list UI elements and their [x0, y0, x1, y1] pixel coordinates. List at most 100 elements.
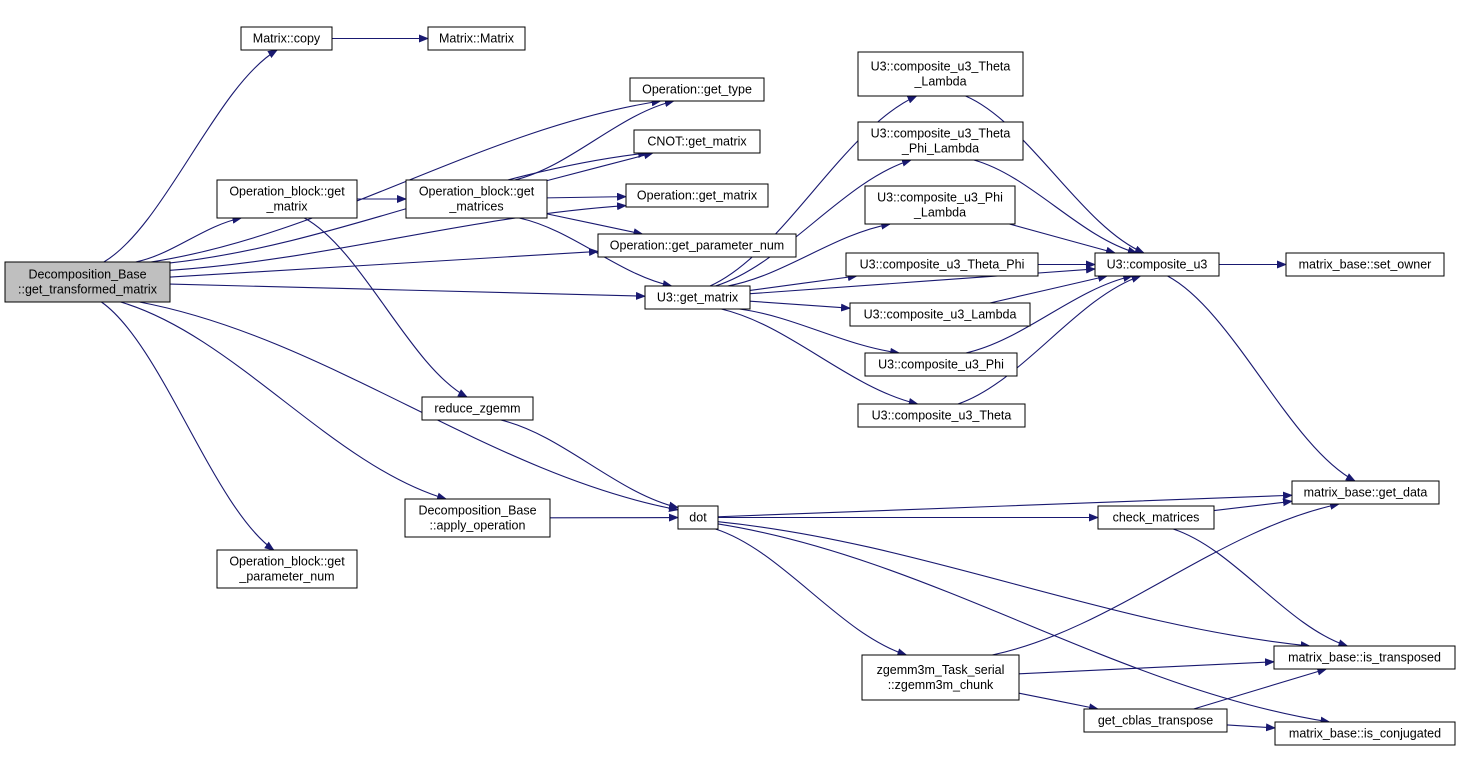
nodes-layer: Decomposition_Base::get_transformed_matr…	[4, 26, 1456, 746]
node-mmatrix[interactable]: Matrix::Matrix	[427, 26, 526, 51]
edge-u3gm-to-cu3p	[739, 308, 901, 356]
node-cu3-label-0: U3::composite_u3	[1107, 258, 1208, 272]
node-mbit-box	[1273, 645, 1456, 670]
edge-u3gm-to-cu3tp	[749, 273, 858, 291]
node-rz[interactable]: reduce_zgemm	[421, 396, 534, 421]
node-obgms-label-0: Operation_block::get	[419, 185, 535, 199]
node-cu3tl-label-1: _Lambda	[913, 75, 966, 89]
node-cu3l-label-0: U3::composite_u3_Lambda	[864, 308, 1017, 322]
edge-zg-to-gct	[1018, 692, 1099, 712]
node-oppn[interactable]: Operation::get_parameter_num	[597, 233, 797, 258]
node-gct-box	[1083, 708, 1228, 733]
node-obgms[interactable]: Operation_block::get_matrices	[405, 179, 548, 219]
node-cu3tl-box	[857, 51, 1024, 97]
node-u3gm[interactable]: U3::get_matrix	[644, 285, 751, 310]
node-cm[interactable]: check_matrices	[1097, 505, 1215, 530]
node-cu3tl-label-0: U3::composite_u3_Theta	[871, 60, 1011, 74]
edge-zg-to-mbgd	[992, 501, 1341, 656]
edge-dot-to-mbic	[717, 523, 1331, 725]
edge-cu3-to-mbgd	[1167, 275, 1356, 482]
node-cm-label-0: check_matrices	[1113, 511, 1200, 525]
node-dot[interactable]: dot	[677, 505, 719, 530]
node-mbso[interactable]: matrix_base::set_owner	[1285, 252, 1445, 277]
node-root-label-0: Decomposition_Base	[28, 268, 146, 282]
node-optype-box	[629, 77, 765, 102]
node-mbit-label-0: matrix_base::is_transposed	[1288, 651, 1441, 665]
edge-dot-to-mbit	[717, 521, 1311, 650]
edge-cu3p-to-cu3	[965, 274, 1134, 354]
node-zg-label-0: zgemm3m_Task_serial	[877, 663, 1005, 677]
node-mbgd-box	[1291, 480, 1440, 505]
node-root-box	[4, 261, 171, 303]
node-cu3-box	[1094, 252, 1220, 277]
edge-cu3tl-to-cu3	[965, 95, 1145, 254]
node-cu3t-box	[857, 403, 1026, 428]
node-cu3tpl[interactable]: U3::composite_u3_Theta_Phi_Lambda	[857, 121, 1024, 161]
node-rz-box	[421, 396, 534, 421]
node-mbgd[interactable]: matrix_base::get_data	[1291, 480, 1440, 505]
node-cnot-box	[633, 129, 761, 154]
edge-dot-to-mbgd	[717, 491, 1293, 518]
node-cu3tl[interactable]: U3::composite_u3_Theta_Lambda	[857, 51, 1024, 97]
node-cu3pl-label-0: U3::composite_u3_Phi	[877, 191, 1003, 205]
node-dbao[interactable]: Decomposition_Base::apply_operation	[404, 498, 551, 538]
node-obgm-box	[216, 179, 358, 219]
node-optype[interactable]: Operation::get_type	[629, 77, 765, 102]
edge-obgms-to-optype	[514, 99, 675, 181]
node-opgm[interactable]: Operation::get_matrix	[625, 183, 769, 208]
node-cu3[interactable]: U3::composite_u3	[1094, 252, 1220, 277]
node-mmatrix-label-0: Matrix::Matrix	[439, 32, 515, 46]
node-cnot[interactable]: CNOT::get_matrix	[633, 129, 761, 154]
node-opgm-box	[625, 183, 769, 208]
edge-root-to-opgm	[169, 202, 627, 271]
edge-obgms-to-oppn	[546, 213, 644, 237]
node-cu3pl-box	[864, 185, 1016, 225]
edge-cu3pl-to-cu3	[1009, 223, 1117, 255]
node-obgms-box	[405, 179, 548, 219]
node-root[interactable]: Decomposition_Base::get_transformed_matr…	[4, 261, 171, 303]
node-cu3tpl-box	[857, 121, 1024, 161]
node-optype-label-0: Operation::get_type	[642, 83, 752, 97]
edge-obgms-to-u3gm	[519, 217, 673, 288]
edge-cu3tpl-to-cu3	[973, 159, 1138, 255]
node-obpn-label-0: Operation_block::get	[229, 555, 345, 569]
edge-obgm-to-rz	[304, 217, 468, 398]
node-mbso-label-0: matrix_base::set_owner	[1299, 258, 1432, 272]
node-oppn-label-0: Operation::get_parameter_num	[610, 239, 784, 253]
node-gct[interactable]: get_cblas_transpose	[1083, 708, 1228, 733]
edge-u3gm-to-cu3tl	[709, 95, 918, 287]
node-cu3p[interactable]: U3::composite_u3_Phi	[864, 352, 1018, 377]
node-mcopy[interactable]: Matrix::copy	[240, 26, 333, 51]
edge-cu3t-to-cu3	[957, 275, 1142, 405]
node-obgm-label-0: Operation_block::get	[229, 185, 345, 199]
edges-layer	[101, 34, 1356, 732]
edge-root-to-u3gm	[169, 283, 646, 300]
node-mbgd-label-0: matrix_base::get_data	[1304, 486, 1428, 500]
node-cu3l-box	[849, 302, 1031, 327]
edge-gct-to-mbic	[1226, 723, 1276, 732]
node-cu3tp[interactable]: U3::composite_u3_Theta_Phi	[845, 252, 1039, 277]
node-dot-box	[677, 505, 719, 530]
edge-cm-to-mbit	[1172, 528, 1349, 648]
node-cu3p-box	[864, 352, 1018, 377]
node-dbao-label-1: ::apply_operation	[430, 519, 526, 533]
node-cu3l[interactable]: U3::composite_u3_Lambda	[849, 302, 1031, 327]
node-obpn[interactable]: Operation_block::get_parameter_num	[216, 549, 358, 589]
node-obgm-label-1: _matrix	[266, 200, 309, 214]
node-obpn-box	[216, 549, 358, 589]
node-cu3t[interactable]: U3::composite_u3_Theta	[857, 403, 1026, 428]
node-cm-box	[1097, 505, 1215, 530]
edge-obgms-to-cnot	[546, 151, 654, 182]
node-cu3pl[interactable]: U3::composite_u3_Phi_Lambda	[864, 185, 1016, 225]
node-mbit[interactable]: matrix_base::is_transposed	[1273, 645, 1456, 670]
edge-obgms-to-opgm	[546, 192, 627, 201]
node-obgm[interactable]: Operation_block::get_matrix	[216, 179, 358, 219]
node-dbao-label-0: Decomposition_Base	[418, 504, 536, 518]
node-zg[interactable]: zgemm3m_Task_serial::zgemm3m_chunk	[861, 654, 1020, 701]
node-obgms-label-1: _matrices	[448, 200, 503, 214]
node-u3gm-label-0: U3::get_matrix	[657, 291, 739, 305]
edge-cm-to-mbgd	[1213, 498, 1293, 512]
node-mbic[interactable]: matrix_base::is_conjugated	[1274, 721, 1456, 746]
node-zg-label-1: ::zgemm3m_chunk	[888, 678, 994, 692]
